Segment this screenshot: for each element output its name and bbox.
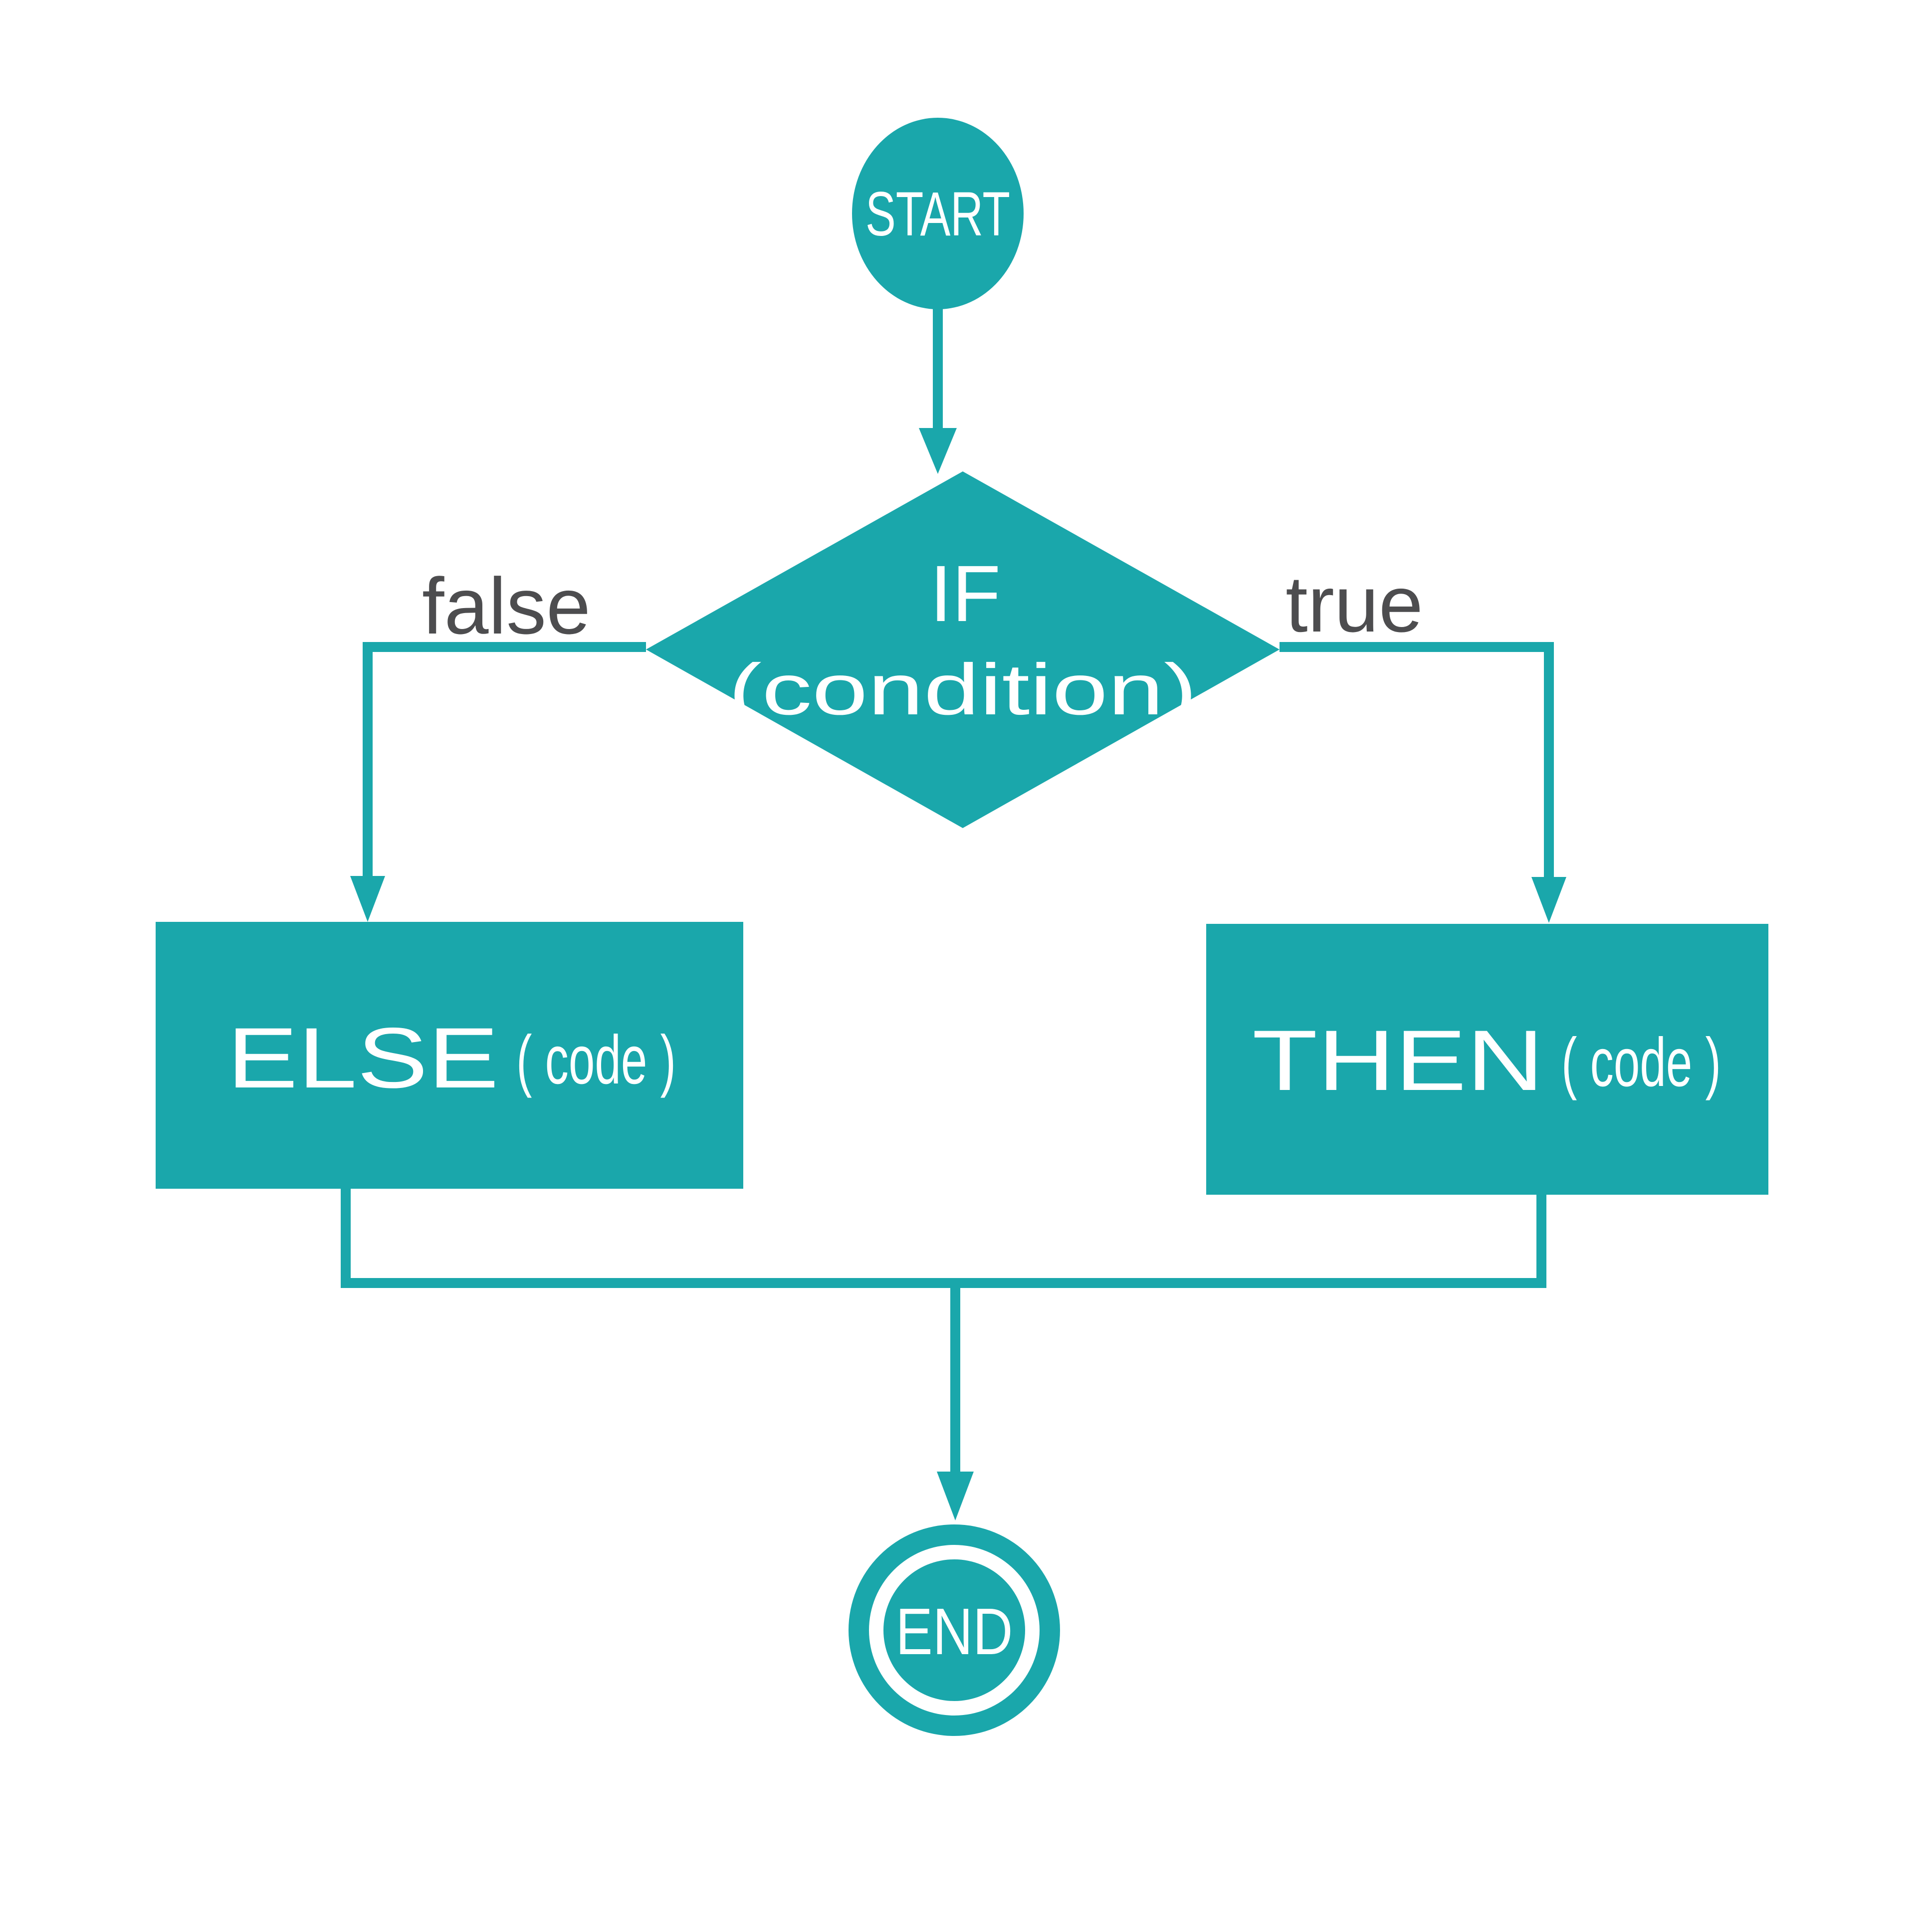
then-keyword: THEN [1252,1013,1544,1108]
then-box [1206,924,1768,1195]
edge-start-to-decision [919,305,957,474]
else-box [156,922,743,1189]
false-branch-label: false [422,561,591,650]
edge-then-to-merge [955,1195,1546,1288]
start-node: START [852,118,1024,309]
edge-false-path [363,642,646,881]
end-inner-circle [883,1559,1025,1701]
decision-node: IF (condition) [646,471,1280,828]
decision-keyword: IF [930,549,1001,638]
arrowhead-down-icon [350,876,385,922]
edge-true-path [1280,642,1554,882]
edge-decision-to-else [350,642,646,922]
arrowhead-down-icon [1531,877,1566,923]
arrowhead-down-icon [937,1472,974,1520]
edge-merge-to-end [937,1283,974,1520]
arrowhead-down-icon [919,428,957,474]
end-label: END [896,1595,1013,1668]
edge-merge [341,1189,1546,1288]
edge-decision-to-then [1280,642,1566,923]
then-code: ( code ) [1561,1024,1721,1101]
edge-else-to-merge [341,1189,955,1288]
then-process-node: THEN ( code ) [1206,924,1768,1195]
start-circle [852,118,1024,309]
else-code: ( code ) [516,1022,676,1098]
start-label: START [865,180,1010,249]
end-node: END [849,1524,1060,1736]
true-branch-label: true [1286,559,1423,648]
decision-diamond [646,471,1280,828]
else-keyword: ELSE [227,1010,499,1106]
else-process-node: ELSE ( code ) [156,922,743,1189]
decision-condition: (condition) [728,649,1197,730]
